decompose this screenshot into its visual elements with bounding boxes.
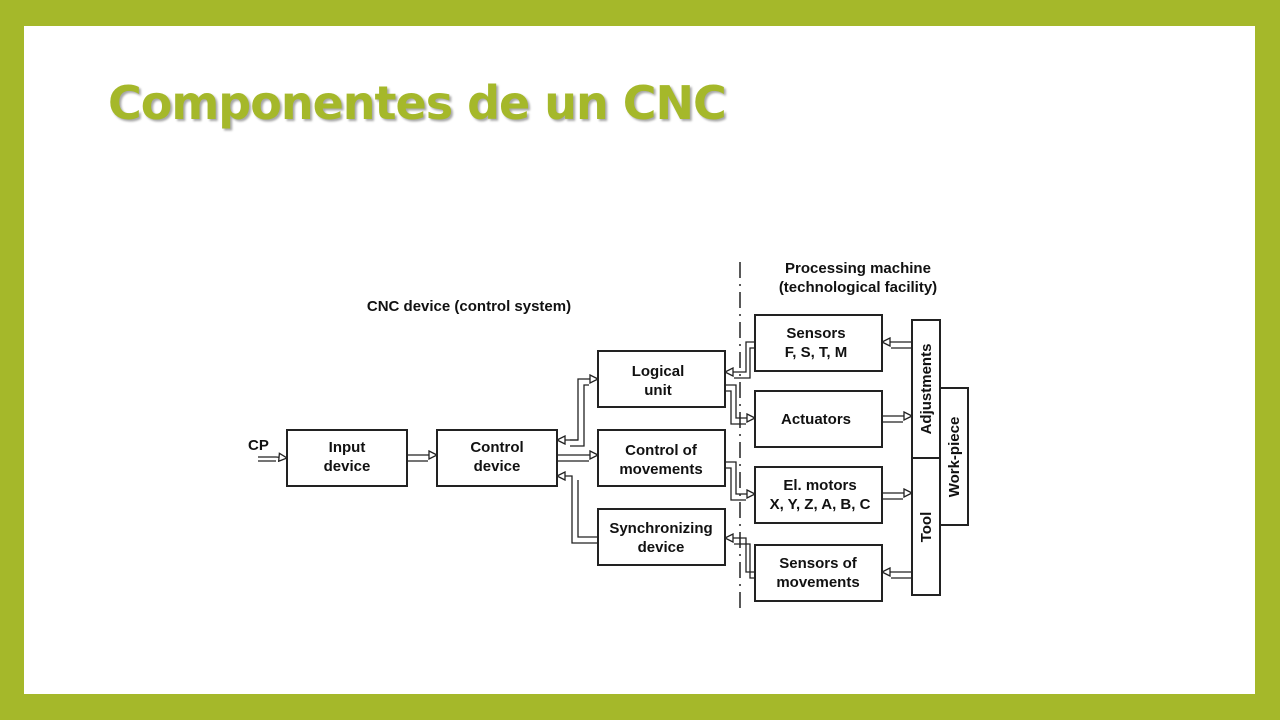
machine-region-label-line2: (technological facility) — [779, 279, 937, 296]
input-device-label-1: Input — [329, 439, 366, 456]
work-piece-label: Work-piece — [946, 417, 963, 498]
actuators-box — [754, 390, 883, 448]
logical-unit-box — [597, 350, 726, 408]
control-device-label-1: Control — [470, 439, 523, 456]
control-of-movements-label-2: movements — [619, 461, 702, 478]
control-of-movements-label-1: Control of — [625, 442, 698, 459]
control-of-movements-box — [597, 429, 726, 487]
el-motors-label-1: El. motors — [783, 477, 856, 494]
cnc-region-label: CNC device (control system) — [367, 298, 571, 315]
machine-region-label-line1: Processing machine — [785, 260, 931, 277]
arrow-control-to-logical-2 — [570, 384, 589, 447]
synchronizing-device-label-1: Synchronizing — [609, 520, 712, 537]
arrow-sync-to-control-2 — [577, 480, 598, 538]
logical-unit-label-1: Logical — [632, 363, 685, 380]
actuators-label: Actuators — [781, 411, 851, 428]
sensors-of-movements-box — [754, 544, 883, 602]
arrow-sync-to-control — [557, 476, 598, 544]
input-device-label-2: device — [324, 458, 371, 475]
arrow-sensors-to-logical — [725, 341, 755, 372]
arrow-movements-to-motors-2 — [725, 467, 746, 501]
el-motors-label-2: X, Y, Z, A, B, C — [770, 496, 871, 513]
logical-unit-label-2: unit — [644, 382, 672, 399]
synchronizing-device-box — [597, 508, 726, 566]
sensors-of-movements-label-2: movements — [776, 574, 859, 591]
el-motors-box — [754, 466, 883, 524]
control-device-label-2: device — [474, 458, 521, 475]
tool-label: Tool — [918, 512, 935, 543]
cp-label: CP — [248, 437, 269, 454]
work-piece-box — [939, 387, 969, 526]
sensors-of-movements-label-1: Sensors of — [779, 555, 858, 572]
arrow-sensors-to-logical-2 — [734, 347, 755, 379]
arrow-movements-to-motors — [725, 461, 755, 494]
sensors-fstm-label-2: F, S, T, M — [785, 344, 848, 361]
arrow-logical-to-actuators-2 — [725, 390, 746, 425]
sensors-fstm-box — [754, 314, 883, 372]
sensors-fstm-label-1: Sensors — [786, 325, 845, 342]
input-device-box — [286, 429, 408, 487]
arrow-logical-to-actuators — [725, 384, 755, 418]
adjustments-label: Adjustments — [918, 344, 935, 435]
arrow-movsensors-to-sync-2 — [734, 543, 755, 579]
arrow-cp-to-input — [258, 457, 287, 458]
tool-box — [911, 457, 941, 596]
slide-title: Componentes de un CNC — [108, 76, 727, 130]
synchronizing-device-label-2: device — [638, 539, 685, 556]
